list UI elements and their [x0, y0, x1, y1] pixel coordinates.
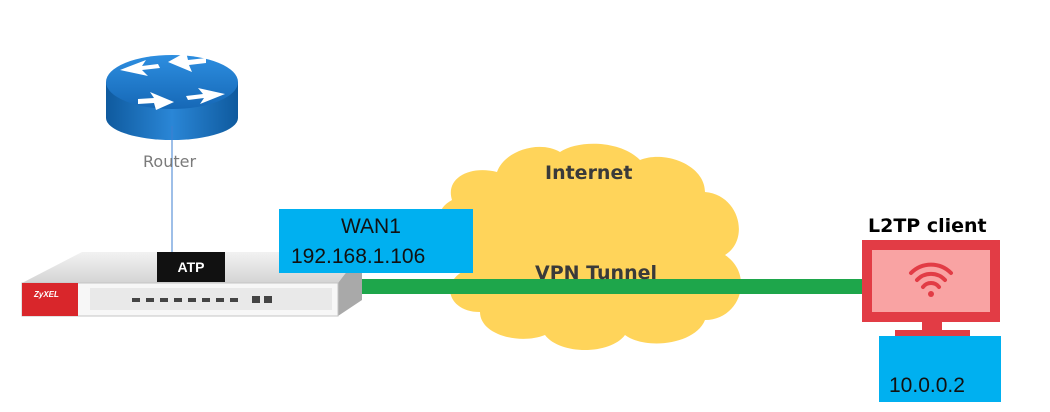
vpn-tunnel-line — [350, 279, 865, 294]
atp-label: ATP — [177, 259, 205, 275]
client-ip-address: 10.0.0.2 — [889, 374, 965, 397]
l2tp-client-label: L2TP client — [868, 215, 987, 237]
router-icon — [106, 52, 238, 140]
wan-title: WAN1 — [341, 215, 401, 238]
internet-label: Internet — [545, 162, 633, 184]
monitor-wifi-icon — [862, 240, 1000, 338]
client-ip-box: 10.0.0.2 — [879, 336, 1001, 402]
wan-info-box: WAN1 192.168.1.106 — [279, 209, 473, 273]
wan-ip-address: 192.168.1.106 — [291, 245, 426, 268]
vpn-tunnel-label: VPN Tunnel — [535, 262, 657, 284]
cloud-icon — [440, 143, 742, 350]
brand-logo: ZyXEL — [34, 290, 59, 299]
router-label: Router — [143, 152, 197, 171]
